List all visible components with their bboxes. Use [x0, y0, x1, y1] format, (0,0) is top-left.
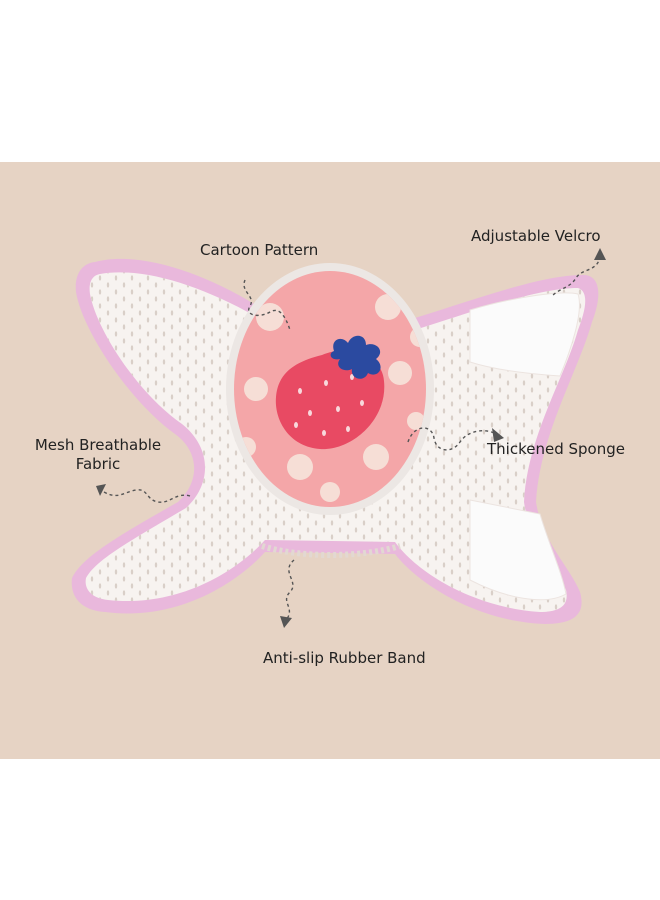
strawberry-leaf [330, 335, 381, 379]
label-thickened-sponge: Thickened Sponge [487, 440, 625, 458]
label-cartoon-pattern: Cartoon Pattern [200, 241, 319, 259]
pad-dot [256, 303, 284, 331]
velcro-tab-lower [469, 499, 567, 601]
arrowhead-antislip-icon [280, 616, 292, 628]
product-photo [0, 162, 660, 759]
arrowhead-sponge-icon [492, 428, 504, 442]
label-mesh-line-2: Fabric [75, 455, 121, 473]
label-mesh-breathable-fabric: Mesh Breathable Fabric [28, 436, 168, 474]
arrow-cartoon [243, 279, 291, 331]
pad-dot [287, 454, 313, 480]
pad-dot [407, 412, 425, 430]
pad-dot [320, 482, 340, 502]
label-adjustable-velcro: Adjustable Velcro [471, 227, 601, 245]
arrow-antislip [285, 559, 295, 621]
velcro-tab-upper [469, 292, 580, 377]
pad-dot [363, 444, 389, 470]
pad-dot [388, 361, 412, 385]
label-mesh-line-1: Mesh Breathable [34, 436, 162, 454]
label-anti-slip-rubber-band: Anti-slip Rubber Band [263, 649, 426, 667]
arrowhead-velcro-icon [594, 248, 606, 260]
arrowhead-mesh-icon [96, 484, 106, 496]
rubber-band [261, 543, 401, 558]
arrow-sponge [407, 427, 497, 451]
arrow-velcro [551, 255, 601, 297]
pad-dot [244, 377, 268, 401]
